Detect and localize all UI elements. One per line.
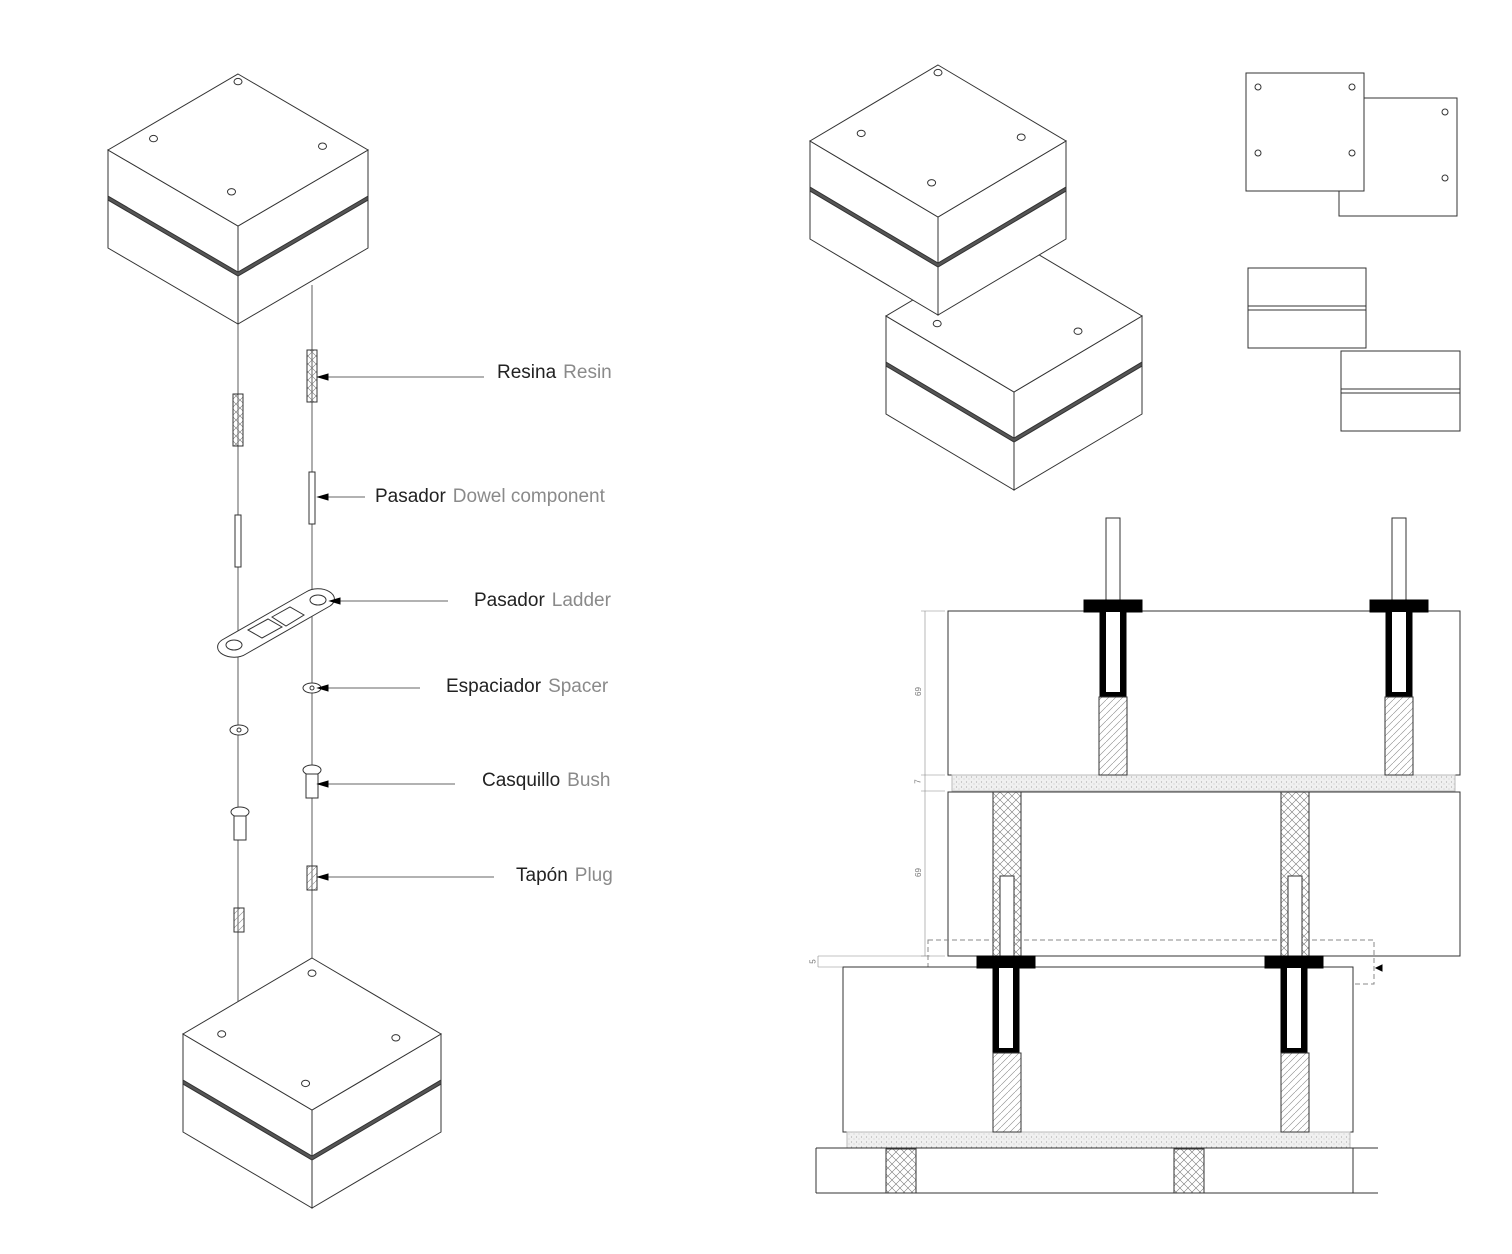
label-en: Plug [574,865,613,886]
section-bottom-block [842,966,1354,1133]
stacked-upper-block-top-face [809,64,1067,218]
label-en: Bush [567,770,611,791]
dimension-upper-block: 69 [913,687,923,696]
plan-hole-icon [1254,149,1262,157]
resin-component [232,393,244,447]
section-post-hatch [1384,696,1414,776]
top-block-joint [107,195,369,277]
dimension-joint: 7 [913,779,923,784]
bush-body [233,815,247,841]
label-en: Dowel component [452,486,605,507]
resin-component [306,349,318,403]
section-upper-block [947,610,1461,776]
elevation-block [1247,267,1367,349]
plan-square-front [1245,72,1365,192]
top-block-top-face [107,73,369,227]
bolt-hole-icon [149,134,158,143]
label-resin: Resina Resin [497,362,612,384]
bolt-hole-icon [301,1079,311,1088]
label-en: Ladder [551,590,611,611]
bolt-hole-icon [391,1034,401,1042]
bolt-hole-icon [856,129,866,138]
label-es: Pasador [375,486,446,507]
bottom-block-top-face [182,957,442,1111]
section-bushing-bore [1106,612,1120,692]
arrow-icon [316,373,329,381]
label-en: Spacer [548,676,609,697]
dowel-component [234,514,242,568]
section-dowel [1287,875,1303,957]
label-plug: Tapón Plug [516,865,613,887]
section-resin-fill [885,1148,917,1194]
section-dowel [1105,517,1121,611]
bolt-hole-icon [318,142,327,150]
bolt-hole-icon [1016,133,1026,141]
section-bushing-bore [1287,968,1301,1048]
bolt-hole-icon [217,1030,227,1038]
arrow-icon [316,493,329,501]
section-joint-fill [951,774,1456,792]
section-post-hatch [1280,1052,1310,1133]
ladder-slot [271,606,305,627]
plan-hole-icon [1254,83,1262,91]
elevation-block [1340,350,1461,432]
plan-hole-icon [1441,108,1449,116]
arrow-icon [316,873,329,881]
ladder-hole-icon [225,639,243,651]
arrow-icon [316,780,329,788]
label-es: Casquillo [482,770,561,791]
label-es: Resina [497,362,557,383]
section-resin-fill [1173,1148,1205,1194]
plug-component [233,907,245,933]
label-bush: Casquillo Bush [482,770,610,792]
spacer-component [229,724,249,736]
spacer-hole-icon [236,727,242,733]
arrow-icon [1374,964,1383,972]
plan-hole-icon [1441,174,1449,182]
dimension-lower-block: 69 [913,868,923,877]
dowel-component [308,471,316,525]
bolt-hole-icon [233,77,243,86]
section-lower-block [947,791,1461,957]
arrow-icon [316,684,329,692]
bolt-hole-icon [932,319,942,328]
bush-body [305,773,319,799]
dimension-offset: 5 [808,959,818,964]
label-en: Resin [563,362,612,383]
bolt-hole-icon [227,188,236,196]
label-es: Espaciador [446,676,542,697]
bolt-hole-icon [1073,327,1083,335]
section-bushing-bore [1392,612,1406,692]
section-dowel [999,875,1015,957]
bolt-hole-icon [927,179,937,187]
bolt-hole-icon [933,68,943,77]
label-dowel: Pasador Dowel component [375,486,605,508]
bottom-block-joint [182,1079,442,1161]
section-joint-fill [846,1131,1351,1149]
bolt-hole-icon [307,969,317,977]
label-spacer: Espaciador Spacer [446,676,608,698]
section-post-hatch [1098,696,1128,776]
stacked-lower-block-joint [885,361,1143,443]
plan-hole-icon [1348,149,1356,157]
spacer-hole-icon [309,685,315,691]
arrow-icon [328,597,341,605]
ladder-slot [246,618,284,639]
stacked-upper-block-joint [809,186,1067,268]
section-bushing-bore [999,968,1013,1048]
label-es: Tapón [516,865,568,886]
plug-component [306,865,318,891]
label-ladder: Pasador Ladder [474,590,611,612]
section-dowel [1391,517,1407,611]
plan-hole-icon [1348,83,1356,91]
label-es: Pasador [474,590,545,611]
section-post-hatch [992,1052,1022,1133]
ladder-hole-icon [309,594,327,606]
